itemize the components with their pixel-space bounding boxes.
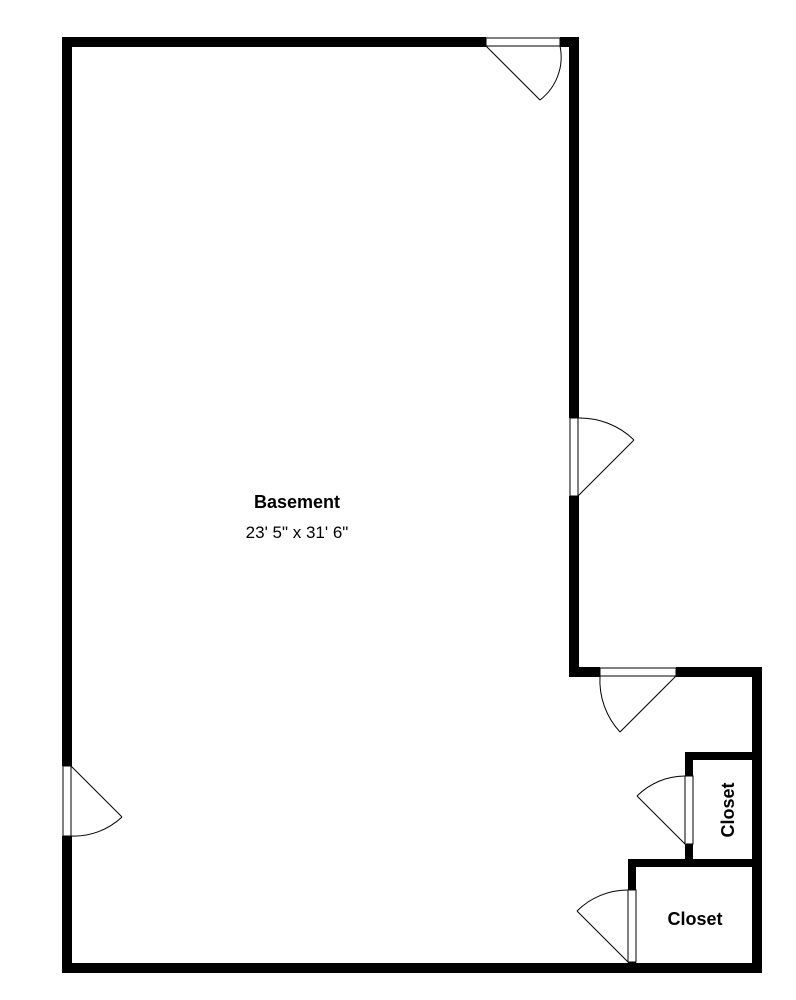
closet-upper-label: Closet [718, 782, 738, 837]
door-right-middle[interactable] [569, 417, 635, 497]
door-closet-lower[interactable] [576, 889, 637, 963]
door-left-lower[interactable] [62, 765, 123, 837]
door-closet-upper[interactable] [636, 775, 694, 845]
basement-label: Basement [254, 492, 340, 512]
closet-lower-label: Closet [667, 909, 722, 929]
door-step-wall[interactable] [599, 667, 677, 733]
door-top-right[interactable] [485, 37, 562, 101]
outer-wall [62, 37, 762, 973]
basement-dimensions: 23' 5" x 31' 6" [246, 523, 349, 542]
